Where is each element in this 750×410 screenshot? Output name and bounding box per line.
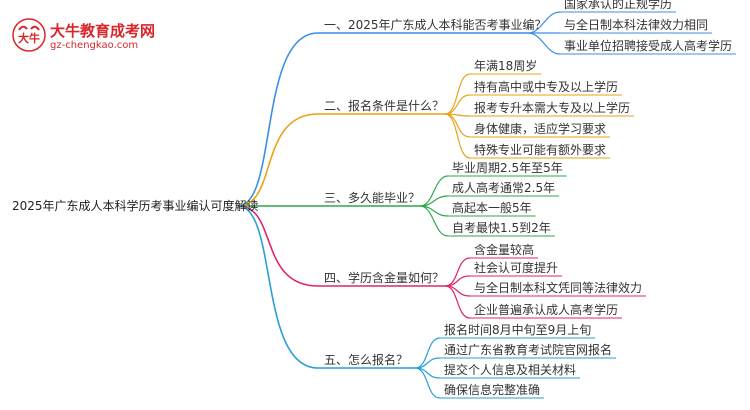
- leaf-topic: 企业普遍承认成人高考学历: [474, 303, 619, 317]
- connector-line: [444, 113, 471, 159]
- leaf-topic: 与全日制本科文凭同等法律效力: [474, 281, 643, 295]
- connector-line: [237, 113, 319, 207]
- logo-title: 大牛教育成考网: [50, 22, 156, 40]
- connector-line: [444, 94, 471, 115]
- leaf-topic: 年满18周岁: [474, 59, 538, 73]
- connector-line: [444, 285, 471, 319]
- branch-topic: 五、怎么报名？: [324, 353, 409, 367]
- connector-line: [527, 32, 561, 55]
- branch-topic: 四、学历含金量如何？: [324, 271, 445, 285]
- leaf-topic: 报名时间8月中旬至9月上旬: [444, 323, 592, 337]
- leaf-topic: 自考最快1.5到2年: [452, 221, 551, 235]
- connector-line: [419, 205, 449, 237]
- leaf-topic: 含金量较高: [474, 243, 535, 257]
- leaf-topic: 提交个人信息及相关材料: [444, 363, 577, 377]
- leaf-topic: 国家承认的正规学历: [564, 0, 673, 11]
- branch-topic: 二、报名条件是什么？: [324, 99, 445, 113]
- branch-topic: 一、2025年广东成人本科能否考事业编？: [324, 18, 547, 32]
- leaf-topic: 持有高中或中专及以上学历: [474, 80, 619, 94]
- leaf-topic: 确保信息完整准确: [444, 383, 541, 397]
- leaf-topic: 身体健康，适应学习要求: [474, 122, 607, 136]
- connector-line: [237, 205, 319, 287]
- leaf-topic: 通过广东省教育考试院官网报名: [444, 343, 613, 357]
- branch-topic: 三、多久能毕业？: [324, 191, 421, 205]
- connector-line: [414, 337, 441, 369]
- bull-logo-icon: 大牛: [12, 18, 46, 52]
- site-logo: 大牛 大牛教育成考网 gz-chengkao.com: [12, 18, 162, 58]
- connector-line: [237, 32, 319, 207]
- connector-line: [444, 257, 471, 287]
- leaf-topic: 报考专升本需大专及以上学历: [474, 101, 631, 115]
- leaf-topic: 毕业周期2.5年至5年: [452, 161, 563, 175]
- connector-line: [527, 11, 561, 34]
- logo-mark-text: 大牛: [18, 31, 40, 45]
- leaf-topic: 特殊专业可能有额外要求: [474, 143, 607, 157]
- connector-line: [414, 367, 441, 399]
- leaf-topic: 成人高考通常2.5年: [452, 181, 556, 195]
- connector-line: [444, 275, 471, 287]
- leaf-topic: 高起本一般5年: [452, 201, 532, 215]
- leaf-topic: 事业单位招聘接受成人高考学历: [564, 39, 733, 53]
- root-topic: 2025年广东成人本科学历考事业编认可度解读: [12, 199, 259, 213]
- connector-line: [444, 73, 471, 115]
- connector-line: [419, 175, 449, 207]
- leaf-topic: 与全日制本科法律效力相同: [564, 18, 709, 32]
- connector-line: [444, 113, 471, 138]
- leaf-topic: 社会认可度提升: [474, 261, 559, 275]
- connector-line: [237, 205, 319, 369]
- logo-url: gz-chengkao.com: [50, 40, 139, 51]
